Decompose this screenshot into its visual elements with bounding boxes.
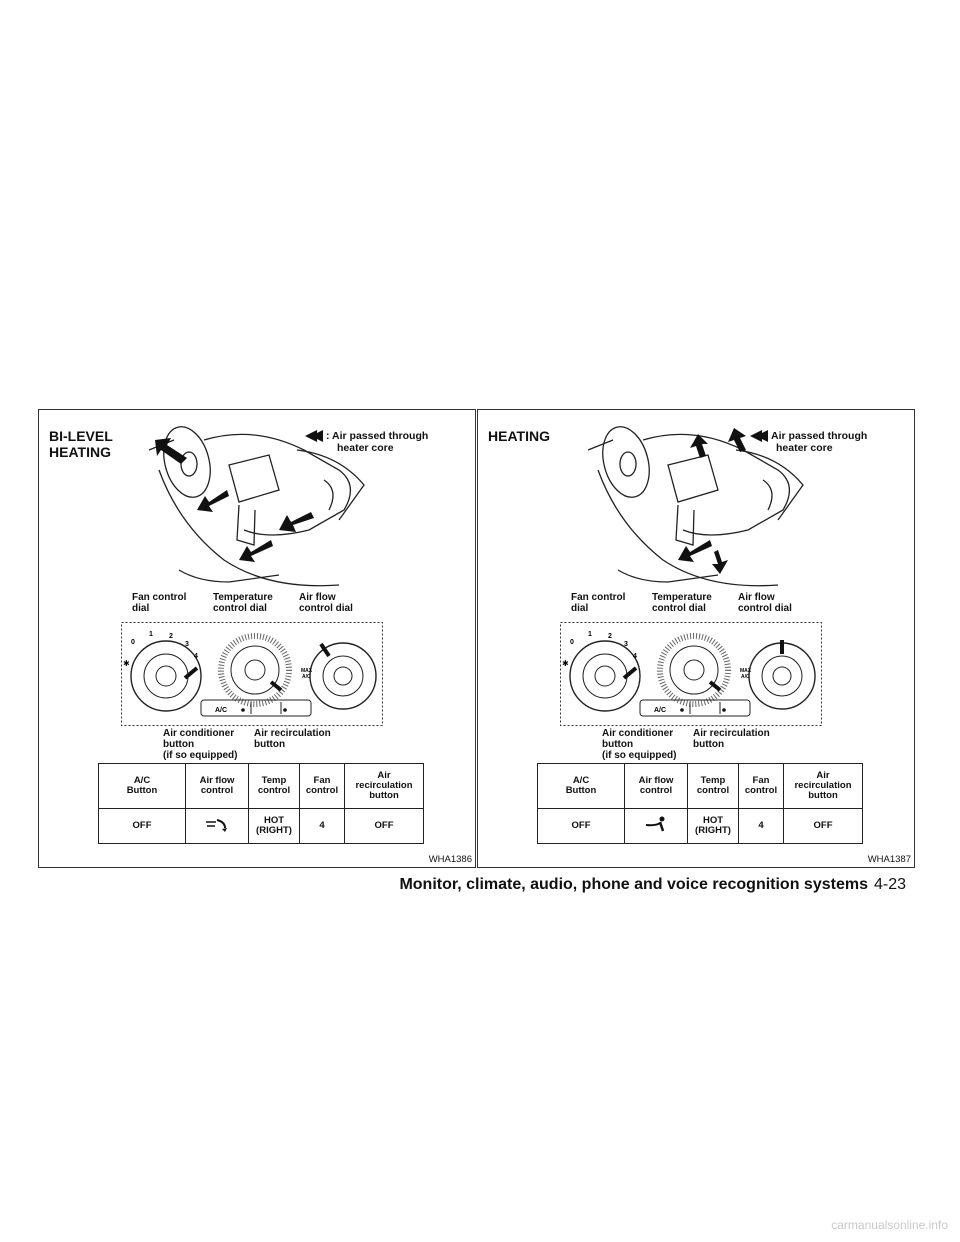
svg-text:✱: ✱ <box>562 659 569 668</box>
figure-title: HEATING <box>488 428 550 444</box>
header-ac: A/C Button <box>98 763 186 809</box>
svg-text:1: 1 <box>588 631 592 638</box>
header-recirc: Air recirculation button <box>344 763 424 809</box>
fan-control-dial: 0 1 2 3 4 ✱ <box>123 631 202 712</box>
arrow-icon <box>750 430 762 443</box>
settings-table: A/C Button Air flow control Temp control… <box>98 763 424 844</box>
value-ac: OFF <box>537 808 625 844</box>
svg-text:3: 3 <box>185 641 189 648</box>
air-flow-control-callout: Air flow control dial <box>299 592 353 614</box>
header-temp: Temp control <box>248 763 300 809</box>
air-recirculation-callout: Air recirculation button <box>693 728 770 750</box>
svg-text:2: 2 <box>169 633 173 640</box>
header-airflow: Air flow control <box>624 763 688 809</box>
svg-text:MAX: MAX <box>740 668 752 674</box>
svg-text:A/C: A/C <box>215 707 227 714</box>
fan-control-callout: Fan control dial <box>132 592 187 614</box>
value-temp: HOT (RIGHT) <box>248 808 300 844</box>
control-panel-illustration: 0 1 2 3 4 ✱ MAX A/C A/C <box>121 622 383 726</box>
bi-level-vent-icon <box>206 818 227 832</box>
svg-text:A/C: A/C <box>741 674 750 680</box>
value-airflow <box>185 808 249 844</box>
value-airflow <box>624 808 688 844</box>
dashboard-illustration <box>587 426 804 587</box>
header-fan: Fan control <box>299 763 345 809</box>
page-number: 4-23 <box>873 876 906 893</box>
page-footer: Monitor, climate, audio, phone and voice… <box>0 876 906 894</box>
legend-text-2: heater core <box>776 442 833 455</box>
figure-id: WHA1387 <box>867 854 911 865</box>
svg-text:2: 2 <box>608 633 612 640</box>
svg-text:3: 3 <box>624 641 628 648</box>
control-panel-illustration: 0 1 2 3 4 ✱ MAX A/C A/C <box>560 622 822 726</box>
figure-title: BI-LEVEL HEATING <box>49 428 113 460</box>
temperature-control-callout: Temperature control dial <box>213 592 273 614</box>
legend-text: : Air passed through <box>326 430 429 442</box>
value-recirc: OFF <box>344 808 424 844</box>
value-fan: 4 <box>299 808 345 844</box>
header-temp: Temp control <box>687 763 739 809</box>
air-conditioner-callout: Air conditioner button (if so equipped) <box>163 728 238 761</box>
air-flow-control-dial: MAX A/C <box>301 642 377 710</box>
legend-text: : Air passed through <box>765 430 868 442</box>
fan-control-dial: 0 1 2 3 4 ✱ <box>562 631 641 712</box>
legend-text-2: heater core <box>337 442 394 455</box>
dashboard-illustration <box>148 426 365 587</box>
header-airflow: Air flow control <box>185 763 249 809</box>
header-recirc: Air recirculation button <box>783 763 863 809</box>
header-ac: A/C Button <box>537 763 625 809</box>
svg-text:✱: ✱ <box>123 659 130 668</box>
air-flow-control-callout: Air flow control dial <box>738 592 792 614</box>
air-recirculation-callout: Air recirculation button <box>254 728 331 750</box>
svg-text:MAX: MAX <box>301 668 313 674</box>
value-recirc: OFF <box>783 808 863 844</box>
figure-heating: HEATING : Air passed through heater core… <box>477 409 915 868</box>
value-temp: HOT (RIGHT) <box>687 808 739 844</box>
value-ac: OFF <box>98 808 186 844</box>
watermark: carmanualsonline.info <box>831 1218 948 1232</box>
svg-text:0: 0 <box>570 639 574 646</box>
svg-text:A/C: A/C <box>302 674 311 680</box>
svg-text:1: 1 <box>149 631 153 638</box>
air-flow-control-dial: MAX A/C <box>740 640 816 710</box>
settings-table: A/C Button Air flow control Temp control… <box>537 763 863 844</box>
svg-text:0: 0 <box>131 639 135 646</box>
fan-control-callout: Fan control dial <box>571 592 626 614</box>
air-conditioner-callout: Air conditioner button (if so equipped) <box>602 728 677 761</box>
temperature-control-dial <box>218 633 292 707</box>
svg-text:4: 4 <box>194 653 198 660</box>
svg-text:4: 4 <box>633 653 637 660</box>
svg-text:A/C: A/C <box>654 707 666 714</box>
heater-air-legend: : Air passed through heater core <box>750 430 867 454</box>
figure-bi-level-heating: BI-LEVEL HEATING : Air passed through he… <box>38 409 476 868</box>
section-title: Monitor, climate, audio, phone and voice… <box>399 876 868 893</box>
temperature-control-dial <box>657 633 731 707</box>
figure-id: WHA1386 <box>428 854 472 865</box>
temperature-control-callout: Temperature control dial <box>652 592 712 614</box>
header-fan: Fan control <box>738 763 784 809</box>
floor-vent-icon <box>645 816 665 831</box>
value-fan: 4 <box>738 808 784 844</box>
